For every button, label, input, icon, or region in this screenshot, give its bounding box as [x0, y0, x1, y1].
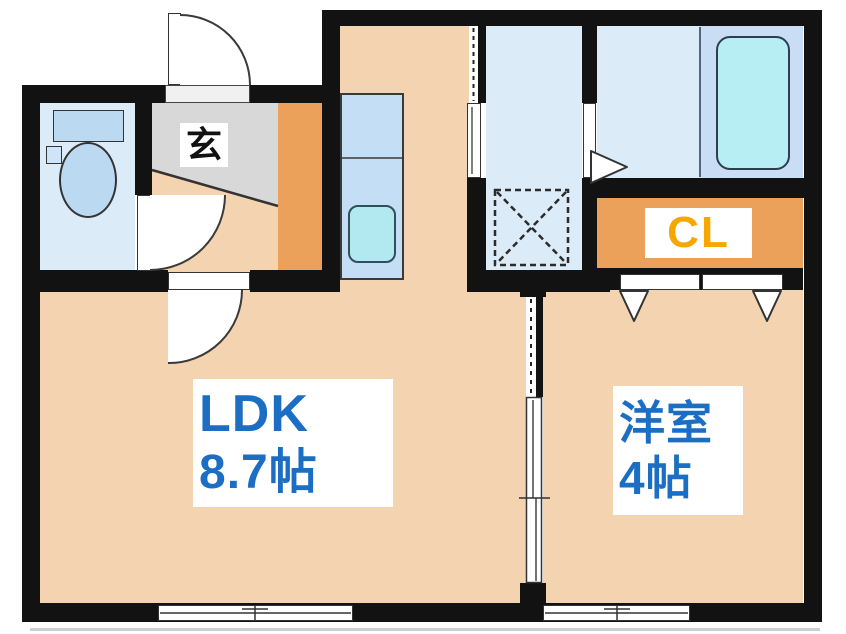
wall-washroom-right-bottom — [582, 178, 597, 272]
genkan-door-swing-area — [150, 195, 225, 270]
wall-top-left-b — [250, 85, 340, 103]
closet-door-arrow-right — [752, 290, 782, 322]
bathroom-floor — [597, 26, 700, 178]
washroom-opening-dashed-strip — [469, 26, 478, 103]
bathtub — [716, 36, 790, 170]
wall-washroom-left-bottom — [467, 178, 486, 272]
wall-washroom-right-top — [582, 26, 597, 103]
wall-left — [22, 85, 40, 622]
closet-label: CL — [667, 208, 730, 257]
genkan-step-edge — [151, 168, 279, 208]
wall-right — [804, 10, 822, 622]
wall-partition-stub-top — [520, 270, 546, 297]
western-room-name: 洋室 — [619, 397, 713, 450]
entrance-door-swing-area — [180, 15, 250, 85]
wall-top-right — [322, 10, 822, 26]
entrance-door-sill — [165, 85, 250, 103]
window-western-lines — [545, 606, 688, 620]
wall-top-left-a — [22, 85, 165, 103]
kitchen-sink — [348, 205, 396, 263]
wall-washroom-left-top — [478, 26, 486, 103]
toilet-tank — [53, 110, 124, 142]
wall-toilet-right — [135, 85, 152, 195]
closet-label-box: CL — [645, 208, 752, 258]
ldk-door-swing-area — [168, 290, 242, 364]
washroom-sliding-door[interactable] — [467, 103, 481, 178]
closet-door-sill-left — [620, 274, 700, 290]
bathroom-door-arrow — [590, 150, 628, 184]
ldk-door-sill — [168, 272, 250, 290]
western-room-size: 4帖 — [619, 451, 693, 504]
wall-partition-side — [536, 297, 543, 397]
wall-bathroom-bottom — [582, 178, 822, 198]
entrance-step-strip — [278, 103, 322, 272]
entrance-door-swing-arc — [179, 14, 251, 86]
ldk-room-name: LDK — [199, 385, 309, 443]
image-shadow-line — [30, 628, 820, 631]
washing-machine-pan — [493, 188, 570, 267]
western-room-label-box: 洋室 4帖 — [613, 386, 743, 515]
ldk-room-size: 8.7帖 — [199, 446, 318, 500]
wall-step-vertical — [322, 10, 340, 290]
wall-entrance-bottom-a — [22, 270, 168, 292]
toilet-bowl — [59, 142, 117, 218]
wall-partition-stub-bottom — [520, 583, 546, 607]
ldk-label-box: LDK 8.7帖 — [193, 379, 393, 507]
genkan-door-swing-arc — [149, 194, 226, 271]
toilet-flush-handle — [46, 146, 62, 164]
ldk-door-swing-arc — [167, 289, 243, 365]
closet-door-sill-right — [702, 274, 783, 290]
entrance-label: 玄 — [185, 124, 222, 165]
partition-sliding-door[interactable] — [519, 396, 550, 584]
entrance-label-box: 玄 — [180, 123, 228, 167]
window-ldk-lines — [160, 606, 351, 620]
wall-entrance-bottom-b — [250, 270, 340, 292]
closet-door-arrow-left — [619, 290, 649, 322]
